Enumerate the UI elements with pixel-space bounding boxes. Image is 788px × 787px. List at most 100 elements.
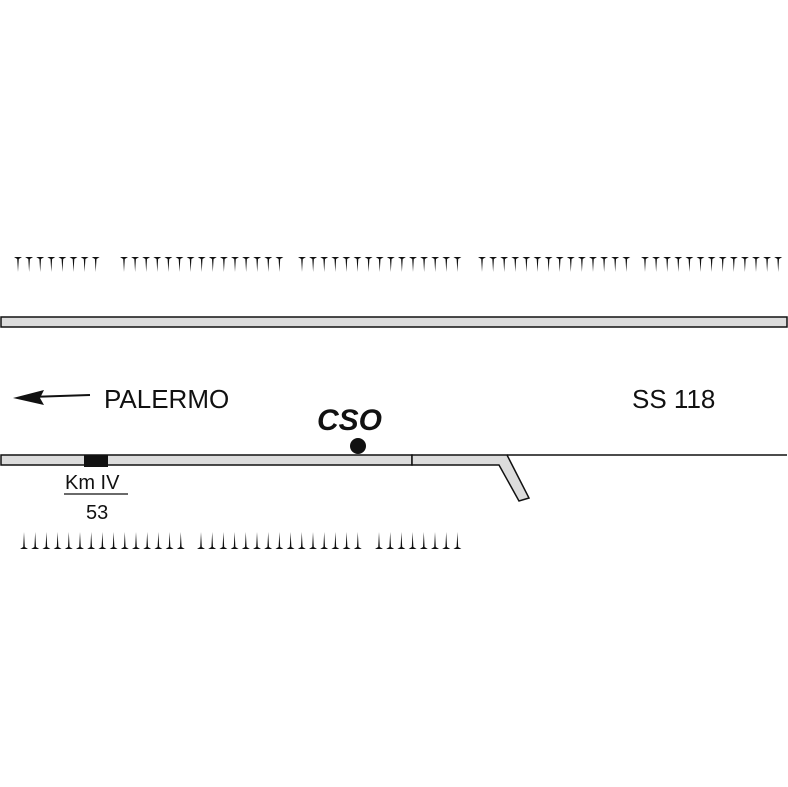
hachure-up-icon	[431, 532, 439, 549]
dot-icon	[350, 438, 366, 454]
hachure-down-icon	[774, 257, 783, 272]
hachure-down-icon	[600, 257, 609, 272]
hachure-down-icon	[375, 257, 384, 272]
hachure-up-icon	[264, 532, 273, 549]
hachure-up-icon	[419, 532, 428, 549]
milestone-icon	[84, 455, 108, 467]
hachure-down-icon	[489, 257, 498, 272]
hachure-down-icon	[685, 257, 694, 272]
hachure-down-icon	[91, 257, 100, 272]
hachure-down-icon	[331, 257, 340, 272]
hachure-up-icon	[53, 532, 62, 549]
hachure-up-icon	[143, 532, 152, 549]
hachure-down-icon	[275, 257, 284, 272]
hachure-down-icon	[577, 257, 586, 272]
hachure-down-icon	[120, 257, 128, 272]
hachure-down-icon	[69, 257, 78, 272]
hachure-down-icon	[641, 257, 649, 272]
road-label: SS 118	[632, 384, 715, 414]
hachure-down-icon	[80, 257, 89, 272]
hachure-down-icon	[309, 257, 318, 272]
hachure-down-icon	[364, 257, 373, 272]
hachure-up-icon	[275, 532, 284, 549]
hachure-up-icon	[342, 532, 351, 549]
lower-escarpment-hachures	[20, 532, 462, 549]
upper-escarpment-hachures	[14, 257, 783, 272]
hachure-down-icon	[14, 257, 22, 272]
hachure-down-icon	[320, 257, 329, 272]
km-label-bottom: 53	[86, 502, 108, 524]
hachure-up-icon	[297, 532, 306, 549]
hachure-up-icon	[176, 532, 185, 549]
hachure-up-icon	[208, 532, 217, 549]
hachure-up-icon	[453, 532, 462, 549]
hachure-up-icon	[442, 532, 451, 549]
hachure-down-icon	[186, 257, 195, 272]
hachure-down-icon	[409, 257, 417, 272]
hachure-up-icon	[320, 532, 329, 549]
hachure-up-icon	[98, 532, 107, 549]
hachure-up-icon	[165, 532, 174, 549]
hachure-down-icon	[397, 257, 406, 272]
hachure-down-icon	[718, 257, 727, 272]
hachure-down-icon	[729, 257, 738, 272]
hachure-down-icon	[197, 257, 206, 272]
hachure-down-icon	[763, 257, 772, 272]
hachure-down-icon	[253, 257, 262, 272]
hachure-down-icon	[544, 257, 553, 272]
hachure-down-icon	[522, 257, 531, 272]
hachure-down-icon	[431, 257, 440, 272]
hachure-up-icon	[375, 532, 383, 549]
hachure-up-icon	[331, 532, 340, 549]
site-label: CSO	[317, 404, 382, 437]
hachure-down-icon	[242, 257, 251, 272]
hachure-down-icon	[353, 257, 362, 272]
hachure-up-icon	[64, 532, 73, 549]
hachure-up-icon	[197, 532, 205, 549]
hachure-down-icon	[420, 257, 429, 272]
hachure-down-icon	[696, 257, 705, 272]
hachure-up-icon	[76, 532, 84, 549]
hachure-down-icon	[453, 257, 462, 272]
lower-road	[0, 454, 787, 502]
hachure-down-icon	[25, 257, 34, 272]
hachure-down-icon	[611, 257, 620, 272]
hachure-down-icon	[500, 257, 509, 272]
hachure-down-icon	[164, 257, 173, 272]
hachure-up-icon	[286, 532, 295, 549]
hachure-down-icon	[58, 257, 67, 272]
hachure-down-icon	[511, 257, 520, 272]
hachure-up-icon	[87, 532, 96, 549]
hachure-down-icon	[47, 257, 56, 272]
hachure-down-icon	[533, 257, 542, 272]
hachure-down-icon	[264, 257, 273, 272]
hachure-down-icon	[231, 257, 239, 272]
left-arrow-icon	[13, 390, 91, 405]
hachure-down-icon	[622, 257, 631, 272]
hachure-down-icon	[153, 257, 162, 272]
hachure-down-icon	[342, 257, 351, 272]
hachure-down-icon	[142, 257, 151, 272]
hachure-up-icon	[253, 532, 261, 549]
hachure-up-icon	[353, 532, 362, 549]
hachure-down-icon	[175, 257, 184, 272]
hachure-down-icon	[442, 257, 451, 272]
hachure-down-icon	[589, 257, 597, 272]
road-branch	[411, 454, 531, 502]
hachure-up-icon	[408, 532, 417, 549]
hachure-down-icon	[555, 257, 564, 272]
hachure-up-icon	[109, 532, 118, 549]
lower-road-band	[0, 454, 413, 466]
hachure-down-icon	[652, 257, 661, 272]
hachure-down-icon	[674, 257, 683, 272]
hachure-down-icon	[663, 257, 672, 272]
hachure-up-icon	[120, 532, 129, 549]
upper-road-band	[0, 316, 788, 328]
hachure-up-icon	[42, 532, 51, 549]
hachure-down-icon	[131, 257, 140, 272]
hachure-down-icon	[740, 257, 749, 272]
hachure-up-icon	[20, 532, 28, 549]
km-label-top: Km IV	[65, 472, 120, 494]
direction-label: PALERMO	[104, 384, 229, 414]
